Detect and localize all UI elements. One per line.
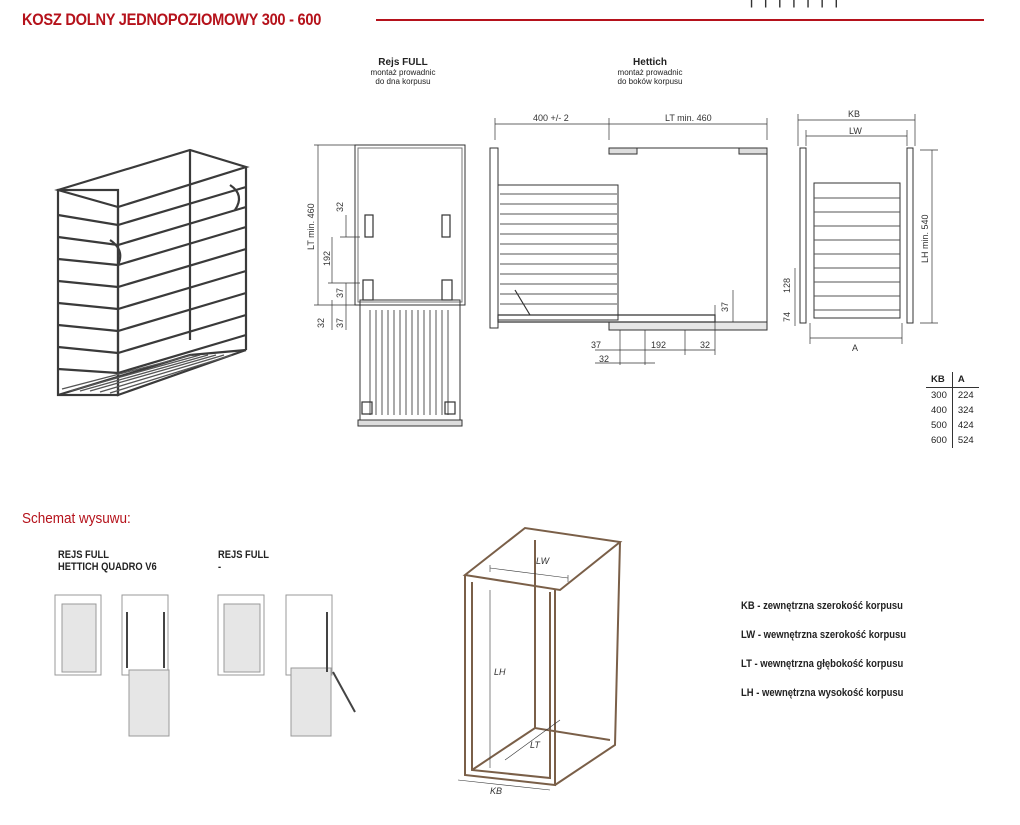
d3-lh-label: LH min. 540 — [920, 214, 930, 263]
d3-lw-label: LW — [849, 126, 862, 136]
drawing2-sub2: do boków korpusu — [617, 77, 683, 86]
kb-cell: 300 — [926, 387, 953, 403]
cab-lt-label: LT — [530, 740, 541, 750]
scheme-left-label1: REJS FULL — [58, 549, 109, 561]
d1-32b-label: 32 — [316, 318, 326, 328]
table-row: 500 424 — [926, 418, 979, 433]
drawing1-caption: Rejs FULL montaż prowadnic do dna korpus… — [348, 57, 458, 86]
d2-lt-label: LT min. 460 — [665, 113, 712, 123]
d2-b37-label: 37 — [591, 340, 601, 350]
kb-cell: 400 — [926, 403, 953, 418]
kb-table-header-kb: KB — [926, 372, 953, 388]
wire-basket-image — [54, 148, 250, 397]
d2-400-label: 400 +/- 2 — [533, 113, 569, 123]
d1-192-label: 192 — [322, 251, 332, 266]
d3-kb-label: KB — [848, 109, 860, 119]
kb-table-header-row: KB A — [926, 372, 979, 388]
scheme-right-label1: REJS FULL — [218, 549, 269, 561]
drawing2-caption: Hettich montaż prowadnic do boków korpus… — [595, 57, 705, 86]
page-title: KOSZ DOLNY JEDNOPOZIOMOWY 300 - 600 — [22, 10, 322, 29]
table-row: 300 224 — [926, 387, 979, 403]
a-cell: 524 — [957, 435, 974, 446]
scheme-right-label2: - — [218, 561, 222, 573]
d1-37b-label: 37 — [335, 318, 345, 328]
d2-37-label: 37 — [720, 302, 730, 312]
d2-b32b-label: 32 — [599, 354, 609, 364]
d2-b192-label: 192 — [651, 340, 666, 350]
legend-kb: KB - zewnętrzna szerokość korpusu — [741, 600, 903, 612]
d3-74-label: 74 — [782, 312, 792, 322]
kb-a-table: KB A 300 224 400 324 500 424 600 524 — [926, 372, 979, 448]
drawing1-title: Rejs FULL — [378, 57, 428, 68]
a-cell: 424 — [957, 420, 974, 431]
drawing2-sub1: montaż prowadnic — [617, 68, 683, 77]
kb-cell: 500 — [926, 418, 953, 433]
cab-kb-label: KB — [490, 786, 502, 795]
drawing3-front-view: KB LW LH min. 540 128 74 A — [782, 109, 938, 353]
drawing1-sub1: montaż prowadnic — [370, 68, 436, 77]
drawing1-sub2: do dna korpusu — [375, 77, 431, 86]
d2-b32a-label: 32 — [700, 340, 710, 350]
section-title: Schemat wysuwu: — [22, 510, 131, 527]
title-rule — [376, 19, 984, 21]
drawing2-side-view: 400 +/- 2 LT min. 460 37 37 192 32 32 — [489, 113, 768, 365]
scheme-left-label2: HETTICH QUADRO V6 — [58, 561, 157, 573]
cab-lh-label: LH — [494, 667, 506, 677]
table-row: 600 524 — [926, 433, 979, 448]
cab-lw-label: LW — [536, 556, 551, 566]
table-row: 400 324 — [926, 403, 979, 418]
a-cell: 224 — [957, 390, 974, 401]
legend-lh: LH - wewnętrzna wysokość korpusu — [741, 687, 904, 699]
d3-128-label: 128 — [782, 278, 792, 293]
top-marks: | | | | | | | — [750, 0, 842, 8]
d1-32a-label: 32 — [335, 202, 345, 212]
kb-cell: 600 — [926, 433, 953, 448]
d3-a-label: A — [852, 343, 858, 353]
d1-lt-label: LT min. 460 — [306, 203, 316, 250]
a-cell: 324 — [957, 405, 974, 416]
drawing1-front-view: LT min. 460 32 192 37 32 37 — [306, 144, 466, 427]
pullout-scheme — [54, 594, 356, 737]
kb-table-header-a: A — [952, 372, 979, 388]
legend-lw: LW - wewnętrzna szerokość korpusu — [741, 629, 907, 641]
cabinet-perspective: LW LH LT KB — [457, 526, 623, 795]
legend-lt: LT - wewnętrzna głębokość korpusu — [741, 658, 904, 670]
d1-37a-label: 37 — [335, 288, 345, 298]
drawing2-title: Hettich — [633, 57, 667, 68]
